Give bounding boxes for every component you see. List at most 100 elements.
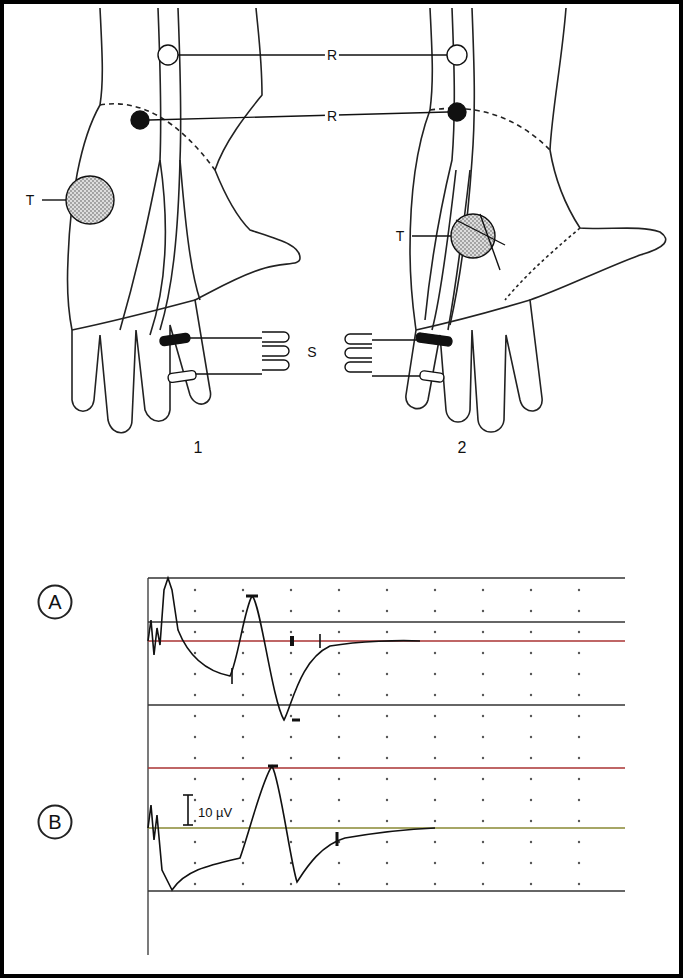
grid-dot — [194, 799, 196, 801]
grid-dot — [482, 589, 484, 591]
grid-dot — [242, 589, 244, 591]
trace-label: A — [48, 591, 61, 614]
grid-dot — [434, 883, 436, 885]
grid-dot — [242, 799, 244, 801]
grid-dot — [434, 715, 436, 717]
grid-dot — [530, 883, 532, 885]
grid-dot — [434, 694, 436, 696]
grid-dot — [386, 652, 388, 654]
grid-dot — [482, 799, 484, 801]
grid-dot — [290, 652, 292, 654]
grid-dot — [194, 589, 196, 591]
grid-dot — [242, 820, 244, 822]
grid-dot — [434, 736, 436, 738]
grid-dot — [578, 841, 580, 843]
trace-label: B — [48, 811, 61, 834]
grid-dot — [386, 736, 388, 738]
electrode-label: R — [325, 48, 339, 62]
grid-dot — [338, 715, 340, 717]
grid-dot — [434, 820, 436, 822]
waveforms — [148, 578, 435, 890]
electrode-label: R — [325, 109, 339, 123]
grid-dot — [290, 778, 292, 780]
grid-dot — [290, 610, 292, 612]
trace-grid — [148, 578, 625, 955]
grid-dot — [338, 589, 340, 591]
grid-dot — [386, 694, 388, 696]
grid-dot — [434, 631, 436, 633]
grid-dot — [578, 778, 580, 780]
grid-dot — [482, 778, 484, 780]
grid-dot — [338, 736, 340, 738]
grid-dot — [242, 673, 244, 675]
grid-dot — [338, 778, 340, 780]
hand-number: 1 — [192, 440, 205, 456]
grid-dot — [578, 694, 580, 696]
grid-dot — [194, 862, 196, 864]
circled-letter: A — [38, 585, 73, 620]
grid-dot — [578, 820, 580, 822]
grid-dot — [242, 652, 244, 654]
grid-dot — [434, 610, 436, 612]
grid-dot — [194, 736, 196, 738]
grid-dot — [530, 862, 532, 864]
grid-dot — [338, 820, 340, 822]
grid-dot — [530, 757, 532, 759]
grid-dot — [242, 715, 244, 717]
grid-dot — [242, 862, 244, 864]
grid-dot — [434, 589, 436, 591]
grid-dot — [290, 757, 292, 759]
grid-dot — [578, 715, 580, 717]
grid-dot — [386, 820, 388, 822]
grid-dot — [530, 715, 532, 717]
grid-dot — [338, 652, 340, 654]
grid-dot — [194, 631, 196, 633]
grid-dot — [242, 736, 244, 738]
grid-dot — [434, 757, 436, 759]
grid-dot — [530, 841, 532, 843]
grid-dot — [482, 820, 484, 822]
grid-dot — [386, 715, 388, 717]
grid-dot — [338, 799, 340, 801]
grid-dot — [386, 757, 388, 759]
grid-dot — [482, 631, 484, 633]
grid-dot — [578, 736, 580, 738]
grid-dot — [242, 841, 244, 843]
grid-dot — [530, 589, 532, 591]
grid-dot — [578, 589, 580, 591]
grid-dot — [434, 841, 436, 843]
grid-dot — [386, 841, 388, 843]
grid-dot — [482, 757, 484, 759]
grid-dot — [290, 736, 292, 738]
grid-dot — [434, 652, 436, 654]
grid-dot — [290, 694, 292, 696]
electrode-label: T — [24, 193, 37, 207]
grid-dot — [194, 673, 196, 675]
scale-label: 10 µV — [196, 806, 234, 819]
grid-dot — [386, 799, 388, 801]
grid-dot — [338, 694, 340, 696]
grid-dot — [290, 589, 292, 591]
grid-dot — [530, 673, 532, 675]
grid-dot — [482, 694, 484, 696]
grid-dot — [338, 610, 340, 612]
grid-dot — [482, 883, 484, 885]
grid-dot — [338, 883, 340, 885]
grid-dot — [290, 715, 292, 717]
grid-dot — [530, 631, 532, 633]
grid-dot — [194, 610, 196, 612]
grid-dot — [194, 841, 196, 843]
grid-dot — [530, 736, 532, 738]
grid-dot — [242, 694, 244, 696]
grid-dot — [194, 694, 196, 696]
grid-dot — [578, 883, 580, 885]
grid-dot — [386, 862, 388, 864]
grid-dot — [434, 862, 436, 864]
grid-dot — [578, 652, 580, 654]
grid-dot — [194, 883, 196, 885]
grid-dot — [242, 883, 244, 885]
grid-dot — [194, 820, 196, 822]
grid-dot — [290, 820, 292, 822]
